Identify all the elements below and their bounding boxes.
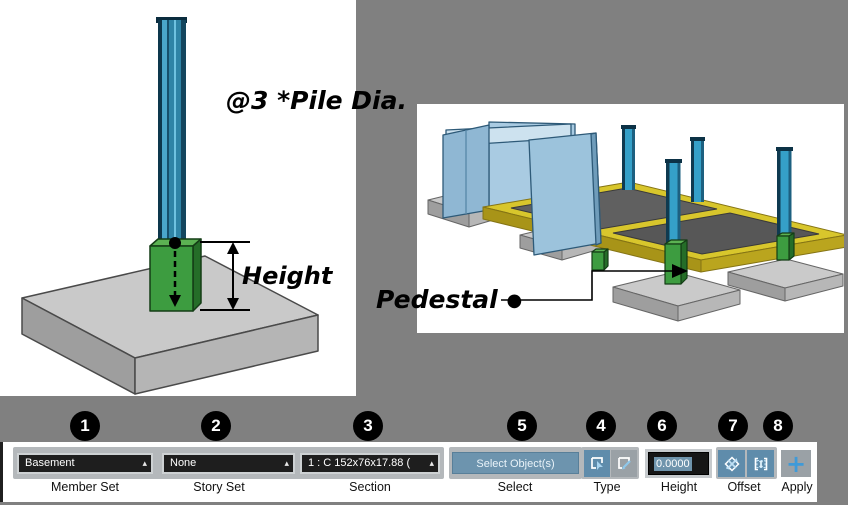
pedestal-detail-drawing [21, 17, 319, 395]
depth-arrowhead [169, 295, 181, 307]
offset-field-button[interactable] [747, 450, 774, 477]
height-value: 0.0000 [654, 456, 692, 471]
plus-icon: + [785, 449, 807, 478]
select-label: Select [497, 480, 533, 494]
callout-8: 8 [763, 411, 793, 441]
pedestal-annotation-text: Pedestal [376, 285, 498, 314]
type-select-button[interactable] [584, 450, 610, 477]
pedestal-annotation: Pedestal ● [376, 285, 522, 314]
chevron-up-icon: ▴ [142, 458, 147, 468]
steel-column-illustration [156, 17, 187, 246]
dim-arrow-down [227, 298, 239, 310]
front-columns [665, 147, 793, 246]
section-dropdown[interactable]: 1 : C 152x76x17.88 ( ▴ [300, 453, 440, 474]
height-label: Height [660, 480, 698, 494]
section-value: 1 : C 152x76x17.88 ( [308, 457, 411, 469]
offset-move-button[interactable] [718, 450, 745, 477]
chevron-up-icon: ▴ [284, 458, 289, 468]
story-set-label: Story Set [193, 480, 245, 494]
offset-field-icon [752, 455, 770, 473]
model-view-figure [417, 104, 844, 333]
offset-move-icon [723, 455, 741, 473]
callout-7: 7 [718, 411, 748, 441]
chevron-up-icon: ▴ [429, 458, 434, 468]
callout-2: 2 [201, 411, 231, 441]
type-label: Type [593, 480, 621, 494]
callout-6: 6 [647, 411, 677, 441]
callout-4: 4 [586, 411, 616, 441]
story-set-dropdown[interactable]: None ▴ [162, 453, 295, 474]
callout-5: 5 [507, 411, 537, 441]
height-input[interactable]: 0.0000 [648, 452, 709, 475]
pile-dia-annotation: @3 *Pile Dia. [226, 86, 407, 115]
member-set-dropdown[interactable]: Basement ▴ [17, 453, 153, 474]
front-footings [612, 258, 844, 322]
edit-type-icon [616, 455, 633, 472]
pedestal-annotation-bullet: ● [506, 290, 523, 311]
offset-label: Offset [727, 480, 761, 494]
model-view-drawing [427, 121, 844, 322]
dim-arrow-up [227, 242, 239, 254]
pedestal-toolbar: Basement ▴ None ▴ 1 : C 152x76x17.88 ( ▴… [0, 442, 817, 502]
pedestal-detail-figure [0, 0, 356, 396]
flat-wall [528, 132, 602, 256]
height-input-frame: 0.0000 [645, 449, 712, 478]
callout-3: 3 [353, 411, 383, 441]
select-objects-button[interactable]: Select Object(s) [452, 452, 579, 474]
insertion-point-dot [169, 237, 181, 249]
height-dimension [200, 241, 250, 311]
member-set-label: Member Set [50, 480, 120, 494]
apply-button[interactable]: + [781, 450, 811, 477]
apply-label: Apply [781, 480, 813, 494]
member-set-value: Basement [25, 457, 75, 469]
callout-1: 1 [70, 411, 100, 441]
pedestal-leader-line [501, 264, 688, 301]
height-annotation: Height [242, 262, 333, 290]
type-edit-button[interactable] [611, 450, 637, 477]
pick-type-icon [589, 455, 606, 472]
back-columns [621, 125, 705, 202]
story-set-value: None [170, 457, 197, 469]
section-label: Section [349, 480, 391, 494]
